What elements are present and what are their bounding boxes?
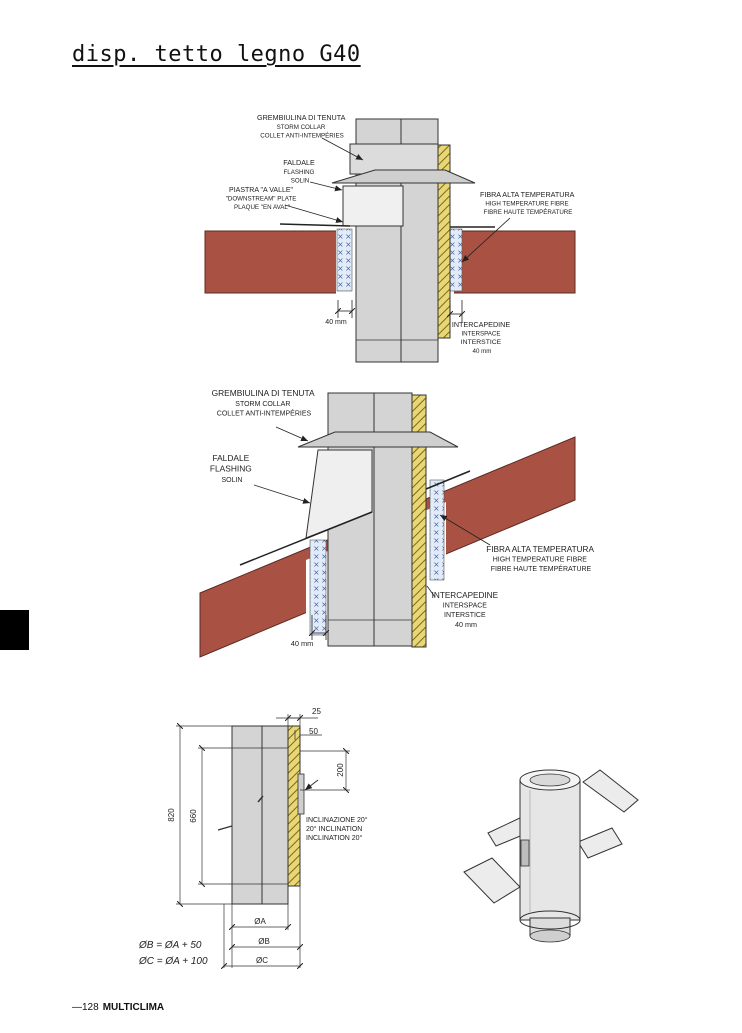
diagram-flat-roof: GREMBIULINA DI TENUTA STORM COLLAR COLLE… [204,113,576,363]
label-plate-it: PIASTRA "A VALLE" [229,187,293,194]
dim-820: 820 [167,808,176,822]
dim-dia-c: ØC [256,956,268,965]
label-fibre-it: FIBRA ALTA TEMPERATURA [480,190,575,199]
svg-text:INTERCAPEDINE INTERSPACE: INTERCAPEDINE INTERSPACE INTERSTICE 40 m… [432,591,501,629]
label-flashing-fr: SOLIN [221,477,242,484]
dim-dia-a: ØA [254,917,266,926]
svg-text:PIASTRA "A VALLE" "DOWNS: PIASTRA "A VALLE" "DOWNSTREAM" PLATE PLA… [226,187,299,211]
label-plate-fr: PLAQUE "EN AVAL" [234,204,290,211]
label-fibre-en: HIGH TEMPERATURE FIBRE [493,557,588,564]
svg-text:INCLINAZIONE 20° 20° INC: INCLINAZIONE 20° 20° INCLINATION INCLINA… [306,816,370,842]
svg-text:FALDALE FLASHING S: FALDALE FLASHING SOLIN [210,453,254,484]
label-plate-en: "DOWNSTREAM" PLATE [226,196,297,203]
dim-dia-b: ØB [258,937,270,946]
label-interspace-en: INTERSPACE [443,603,488,610]
label-fibre-it: FIBRA ALTA TEMPERATURA [486,545,594,554]
label-inclination-en: 20° INCLINATION [306,825,362,833]
product-isometric-view [463,769,639,943]
bracket-arm [463,857,521,904]
svg-text:FIBRA ALTA TEMPERATURA H: FIBRA ALTA TEMPERATURA HIGH TEMPERATURE … [486,545,596,573]
formula-c: ØC = ØA + 100 [138,956,208,967]
dim-660: 660 [189,809,198,823]
page-number: —128 [72,1002,99,1013]
label-interspace-mm: 40 mm [455,620,477,629]
bracket-arm [582,769,639,813]
label-flashing-it: FALDALE [283,158,315,167]
storm-collar [331,169,476,184]
svg-text:GREMBIULINA DI TENUTA ST: GREMBIULINA DI TENUTA STORM COLLAR COLLE… [212,388,317,418]
label-storm-collar-fr: COLLET ANTI-INTEMPÉRIES [260,133,343,140]
bracket-arm [577,827,623,859]
label-fibre-fr: FIBRE HAUTE TEMPÉRATURE [491,564,592,573]
label-inclination-fr: INCLINATION 20° [306,834,363,842]
svg-text:FALDALE FLASHING S: FALDALE FLASHING SOLIN [283,158,317,185]
label-flashing-en: FLASHING [210,464,252,474]
dim-50: 50 [309,727,318,736]
insulation-fibre [336,228,353,292]
label-interspace-mm: 40 mm [473,348,492,355]
label-interspace-fr: INTERSTICE [444,612,486,619]
label-interspace-it: INTERCAPEDINE [452,320,511,329]
label-interspace-it: INTERCAPEDINE [432,591,499,600]
dim-25: 25 [312,707,321,716]
label-fibre-fr: FIBRE HAUTE TEMPÉRATURE [484,209,573,216]
dim-200: 200 [336,763,345,777]
label-storm-collar-it: GREMBIULINA DI TENUTA [212,388,315,398]
svg-text:FIBRA ALTA TEMPERATURA H: FIBRA ALTA TEMPERATURA HIGH TEMPERATURE … [480,190,576,216]
flashing [342,185,404,227]
label-storm-collar-it: GREMBIULINA DI TENUTA [257,113,346,122]
label-interspace-fr: INTERSTICE [461,339,502,346]
label-storm-collar-fr: COLLET ANTI-INTEMPÉRIES [217,409,312,418]
diagram-dimensions: 25 50 200 820 660 INCLINAZIONE 20° 20° I… [138,707,370,968]
label-inclination-it: INCLINAZIONE 20° [306,816,368,824]
diagram-pitched-roof: GREMBIULINA DI TENUTA STORM COLLAR COLLE… [199,388,596,658]
label-flashing-fr: SOLIN [291,178,310,185]
downstream-plate [279,223,351,227]
label-gap: 40 mm [325,319,347,326]
hatched-insulation [437,144,451,339]
page-title: disp. tetto legno G40 [72,42,361,67]
label-gap: 40 mm [291,639,314,648]
label-flashing-it: FALDALE [212,453,249,463]
label-fibre-en: HIGH TEMPERATURE FIBRE [485,201,568,208]
svg-text:INTERCAPEDINE INTERSPACE: INTERCAPEDINE INTERSPACE INTERSTICE 40 m… [452,320,512,355]
label-storm-collar-en: STORM COLLAR [277,124,326,131]
insulation-fibre [429,479,445,581]
label-flashing-en: FLASHING [284,169,315,176]
side-tab-marker [0,610,29,650]
formula-b: ØB = ØA + 50 [138,940,202,951]
label-interspace-en: INTERSPACE [461,331,500,338]
insulation-fibre [449,228,463,292]
storm-collar [297,431,459,448]
footer-brand: MULTICLIMA [102,1002,165,1013]
label-storm-collar-en: STORM COLLAR [235,401,290,408]
hatched-insulation [411,394,427,648]
sleeve-body [231,725,289,905]
svg-text:GREMBIULINA DI TENUTA ST: GREMBIULINA DI TENUTA STORM COLLAR COLLE… [257,113,347,140]
